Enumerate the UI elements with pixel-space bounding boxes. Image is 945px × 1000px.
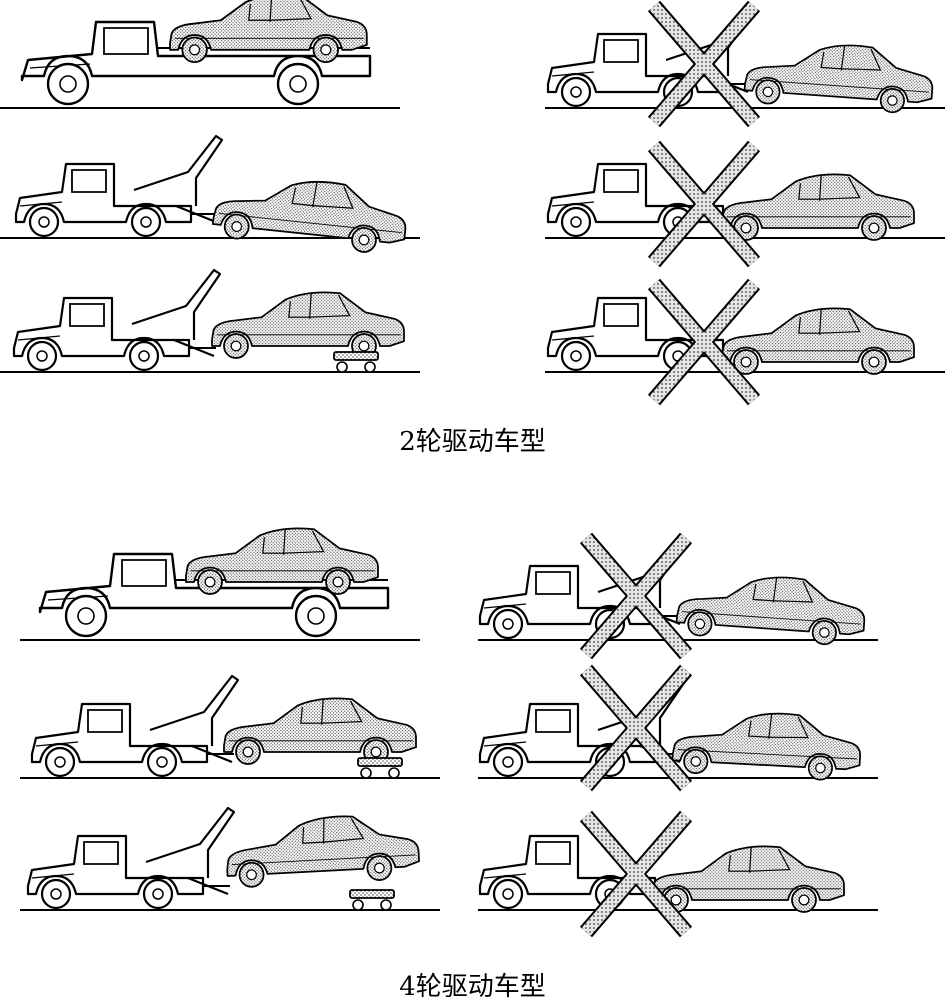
prohibited-4wd-rear-lift: [478, 538, 878, 654]
sedan-car-icon: [670, 707, 863, 783]
wheel-dolly-icon: [349, 889, 395, 911]
sedan-car-icon: [169, 0, 368, 64]
prohibited-cross-icon: [586, 816, 686, 932]
sedan-car-icon: [721, 307, 915, 375]
sedan-car-icon: [721, 173, 915, 241]
prohibited-2wd-flat-tow-a: [545, 146, 945, 262]
sedan-car-icon: [211, 291, 405, 359]
sedan-car-icon: [210, 169, 411, 257]
method-2wd-flatbed: [0, 0, 400, 109]
sedan-car-icon: [674, 569, 868, 648]
prohibited-cross-icon: [654, 6, 754, 122]
prohibited-4wd-front-lift: [478, 670, 878, 786]
wheel-lift-tow-truck-icon: [26, 834, 205, 910]
sedan-car-icon: [185, 527, 379, 595]
sedan-car-icon: [651, 845, 845, 913]
sedan-car-icon: [223, 811, 421, 889]
prohibited-4wd-flat-tow: [478, 816, 878, 932]
wheel-dolly-icon: [333, 351, 379, 373]
method-4wd-flatbed: [20, 527, 420, 641]
wheel-dolly-icon: [357, 757, 403, 779]
prohibited-cross-icon: [586, 538, 686, 654]
method-2wd-front-lift: [0, 134, 420, 257]
caption-4wd: 4轮驱动车型: [399, 972, 546, 1000]
prohibited-2wd-rear-lift: [545, 6, 945, 122]
wheel-lift-tow-truck-icon: [12, 296, 191, 372]
prohibited-2wd-flat-tow-b: [545, 284, 945, 400]
caption-2wd: 2轮驱动车型: [399, 427, 546, 457]
method-4wd-lift-dolly-a: [20, 674, 440, 779]
sedan-car-icon: [742, 37, 936, 116]
method-2wd-lift-dolly: [0, 268, 420, 373]
method-4wd-lift-dolly-b: [20, 806, 440, 911]
wheel-lift-tow-truck-icon: [30, 702, 209, 778]
wheel-lift-tow-truck-icon: [14, 162, 193, 238]
sedan-car-icon: [223, 697, 417, 765]
